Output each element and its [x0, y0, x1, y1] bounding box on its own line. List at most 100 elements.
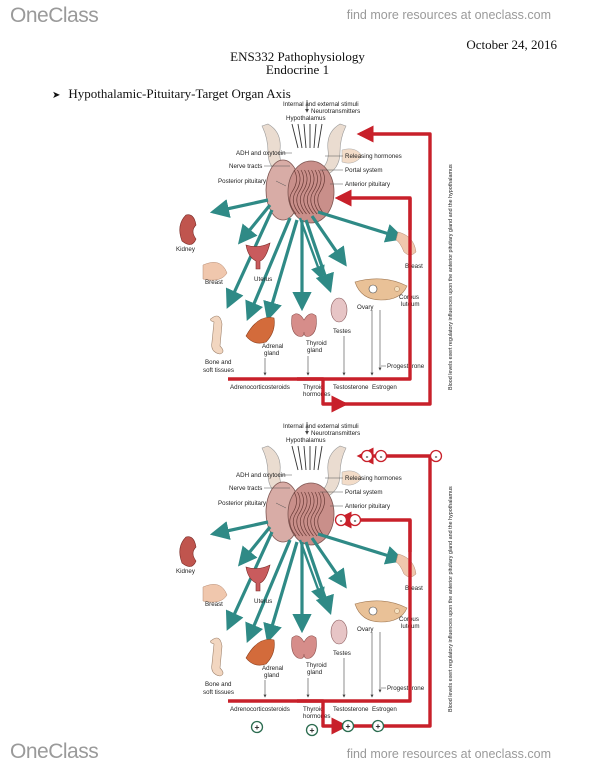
hormone-arrow: [317, 532, 406, 565]
adrenal-shape: [245, 639, 275, 666]
thyroid-label-2: gland: [307, 347, 323, 354]
promo-link-bottom[interactable]: find more resources at oneclass.com: [346, 747, 551, 761]
hormone-arrow: [310, 537, 347, 589]
ovary-shape: [354, 600, 408, 623]
lecture-topic: Endocrine 1: [265, 62, 330, 77]
brand-logo-bottom[interactable]: OneClass: [10, 740, 99, 763]
negative-sign-5: [348, 513, 362, 527]
testosterone-label: Testosterone: [333, 384, 369, 391]
brand-logo-top[interactable]: OneClass: [10, 4, 99, 27]
negative-sign-3-symbol: -: [435, 451, 438, 461]
neurotransmitters-label: Neurotransmitters: [311, 430, 360, 437]
feedback-caption: Blood levels exert regulatory influences…: [448, 164, 454, 390]
adrenal-label-2: gland: [264, 672, 280, 679]
thyroid-label-1: Thyroid: [306, 662, 327, 669]
document-date: October 24, 2016: [466, 37, 557, 52]
uterus-shape: [245, 242, 271, 270]
hormone-arrow: [245, 539, 292, 643]
testes-label: Testes: [333, 650, 351, 657]
axis-diagram-2: Internal and external stimuliNeurotransm…: [176, 422, 454, 737]
nerve-tracts-label: Nerve tracts: [229, 485, 262, 492]
negative-sign-4-symbol: -: [340, 515, 343, 525]
bone-shape: [210, 637, 224, 677]
progesterone-label: Progesterone: [387, 685, 425, 692]
hormone-arrow: [263, 219, 299, 322]
hormone-arrow: [209, 520, 269, 540]
bone-label-1: Bone and: [205, 359, 232, 366]
positive-sign-4: [371, 719, 385, 733]
kidney-shape: [179, 536, 197, 567]
breast-left-label: Breast: [205, 279, 223, 286]
feedback-loop-upper: [321, 447, 432, 728]
testis-shape: [330, 297, 348, 323]
adrenal-shape: [245, 317, 275, 344]
posterior-pituitary-label: Posterior pituitary: [218, 178, 267, 185]
kidney-shape: [179, 214, 197, 245]
thyroid-shape: [291, 313, 317, 337]
thyroid-hormones-label-2: hormones: [303, 713, 331, 720]
thyroid-shape: [291, 635, 317, 659]
uterus-shape: [245, 564, 271, 592]
adrenocorticosteroids-label: Adrenocorticosteroids: [230, 384, 290, 391]
positive-sign-1: [250, 720, 264, 734]
anterior-pituitary-label: Anterior pituitary: [345, 503, 391, 510]
thyroid-label-1: Thyroid: [306, 340, 327, 347]
hormone-arrow: [237, 525, 272, 567]
hormone-arrow: [209, 198, 269, 218]
adrenal-label-1: Adrenal: [262, 343, 283, 350]
course-title: ENS332 Pathophysiology: [230, 49, 365, 64]
bone-label-2: soft tissues: [203, 367, 234, 374]
uterus-label: Uterus: [254, 598, 272, 605]
feedback-loop-lower: [228, 189, 412, 381]
negative-sign-2-symbol: -: [380, 451, 383, 461]
bone-label-1: Bone and: [205, 681, 232, 688]
hormone-arrow: [317, 210, 406, 243]
stimuli-label: Internal and external stimuli: [283, 101, 359, 108]
posterior-pituitary-label: Posterior pituitary: [218, 500, 267, 507]
promo-link-top[interactable]: find more resources at oneclass.com: [346, 8, 551, 22]
section-bullet: ➤ Hypothalamic-Pituitary-Target Organ Axi…: [52, 86, 291, 102]
thyroid-hormones-label-2: hormones: [303, 391, 331, 398]
ovary-shape: [354, 278, 408, 301]
negative-sign-1-symbol: -: [366, 451, 369, 461]
estrogen-label: Estrogen: [372, 706, 397, 713]
adh-label: ADH and oxytocin: [236, 150, 286, 157]
bone-shape: [210, 315, 224, 355]
hormone-arrow: [304, 541, 334, 616]
uterus-label: Uterus: [254, 276, 272, 283]
breast-right-label: Breast: [405, 585, 423, 592]
negative-sign-5-symbol: -: [354, 515, 357, 525]
breast-left-shape: [202, 262, 228, 281]
hormone-arrow: [304, 219, 334, 294]
negative-sign-4: [334, 513, 348, 527]
positive-sign-4-symbol: +: [376, 721, 381, 731]
neurotransmitters-label: Neurotransmitters: [311, 108, 360, 115]
bone-label-2: soft tissues: [203, 689, 234, 696]
nerve-tracts-label: Nerve tracts: [229, 163, 262, 170]
adrenal-label-2: gland: [264, 350, 280, 357]
arrow-bullet-icon: ➤: [52, 90, 61, 101]
testosterone-label: Testosterone: [333, 706, 369, 713]
kidney-label: Kidney: [176, 246, 196, 253]
positive-sign-1-symbol: +: [255, 722, 260, 732]
hormone-arrow: [245, 217, 292, 321]
hypothalamus-label: Hypothalamus: [286, 437, 326, 444]
stimuli-label: Internal and external stimuli: [283, 423, 359, 430]
testis-shape: [330, 619, 348, 645]
section-heading: Hypothalamic-Pituitary-Target Organ Axis: [68, 86, 291, 101]
thyroid-label-2: gland: [307, 669, 323, 676]
progesterone-label: Progesterone: [387, 363, 425, 370]
negative-sign-3: [429, 449, 443, 463]
estrogen-label: Estrogen: [372, 384, 397, 391]
adrenal-label-1: Adrenal: [262, 665, 283, 672]
releasing-hormones-label: Releasing hormones: [345, 153, 402, 160]
adh-label: ADH and oxytocin: [236, 472, 286, 479]
thyroid-hormones-label-1: Thyroid: [303, 706, 324, 713]
portal-system-label: Portal system: [345, 167, 382, 174]
breast-right-label: Breast: [405, 263, 423, 270]
feedback-loop-lower: [228, 511, 412, 703]
testes-label: Testes: [333, 328, 351, 335]
feedback-caption: Blood levels exert regulatory influences…: [448, 486, 454, 712]
positive-sign-3-symbol: +: [346, 721, 351, 731]
